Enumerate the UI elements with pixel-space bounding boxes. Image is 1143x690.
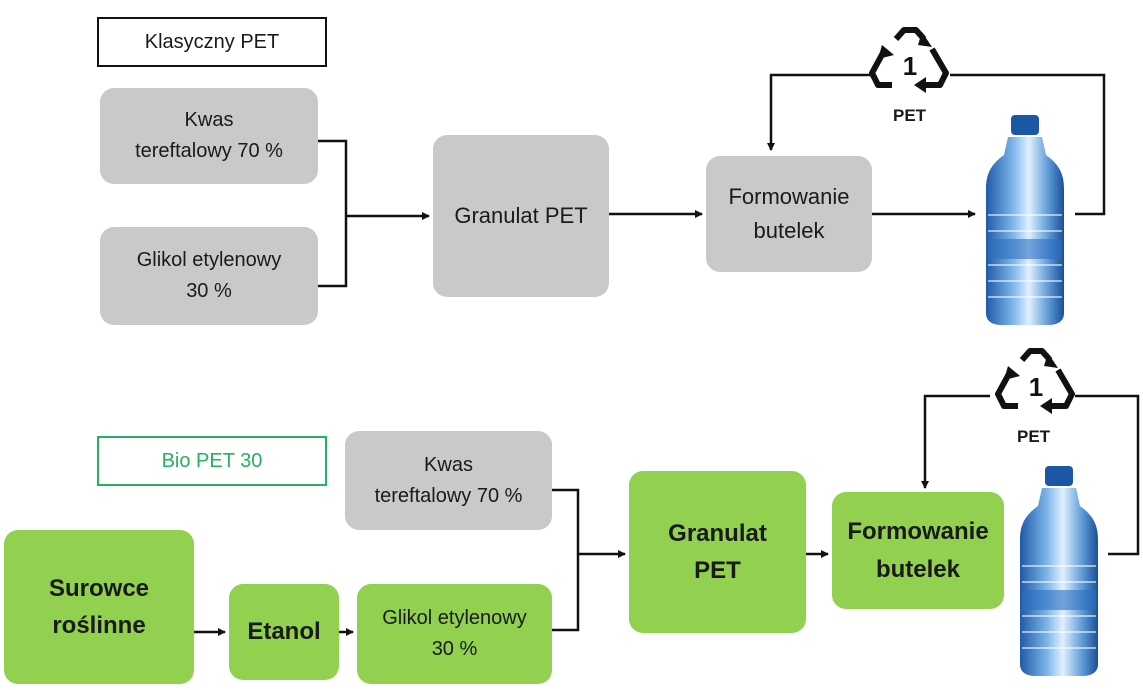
recycle-pet-icon: 1 bbox=[869, 27, 949, 93]
bio-merge-connector bbox=[552, 488, 580, 632]
bio-ethanol-text: Etanol bbox=[247, 618, 321, 646]
classic-glycol-box: Glikol etylenowy 30 % bbox=[100, 227, 318, 325]
bio-glycol-box: Glikol etylenowy 30 % bbox=[357, 584, 552, 684]
bio-forming-box: Formowanie butelek bbox=[832, 492, 1004, 609]
classic-label: Klasyczny PET bbox=[97, 17, 327, 67]
bio-forming-text: Formowanie butelek bbox=[847, 518, 989, 583]
classic-acid-text: Kwas tereftalowy 70 % bbox=[135, 109, 283, 162]
bio-granulate-box: Granulat PET bbox=[629, 471, 806, 633]
classic-forming-text: Formowanie butelek bbox=[728, 183, 850, 243]
classic-glycol-text: Glikol etylenowy 30 % bbox=[136, 249, 282, 302]
classic-acid-connector bbox=[318, 139, 348, 288]
recycle-pet-icon-bio: 1 bbox=[995, 348, 1075, 414]
bio-plants-box: Surowce roślinne bbox=[4, 530, 194, 684]
bio-ethanol-box: Etanol bbox=[229, 584, 339, 680]
classic-granulate-text: Granulat PET bbox=[454, 202, 588, 228]
classic-recycle-return bbox=[767, 73, 874, 151]
water-bottle-icon bbox=[986, 115, 1064, 325]
classic-granulate-box: Granulat PET bbox=[433, 135, 609, 297]
water-bottle-icon-bio bbox=[1020, 466, 1098, 676]
bio-plants-text: Surowce roślinne bbox=[48, 574, 150, 639]
classic-label-text: Klasyczny PET bbox=[144, 30, 280, 53]
classic-acid-box: Kwas tereftalowy 70 % bbox=[100, 88, 318, 184]
bio-granulate-text: Granulat PET bbox=[668, 519, 767, 584]
bio-acid-box: Kwas tereftalowy 70 % bbox=[345, 431, 552, 530]
recycle-number: 1 bbox=[903, 51, 917, 81]
recycle-pet-label-bio: PET bbox=[1017, 427, 1051, 446]
bio-recycle-loop bbox=[1075, 394, 1140, 556]
bio-acid-text: Kwas tereftalowy 70 % bbox=[374, 453, 523, 507]
bio-label: Bio PET 30 bbox=[97, 436, 327, 486]
bio-glycol-text: Glikol etylenowy 30 % bbox=[382, 607, 527, 660]
recycle-pet-label: PET bbox=[893, 106, 927, 125]
classic-recycle-loop bbox=[950, 73, 1106, 216]
classic-forming-box: Formowanie butelek bbox=[706, 156, 872, 272]
recycle-number-bio: 1 bbox=[1029, 372, 1043, 402]
bio-label-text: Bio PET 30 bbox=[161, 449, 263, 472]
bio-recycle-return bbox=[921, 394, 990, 489]
